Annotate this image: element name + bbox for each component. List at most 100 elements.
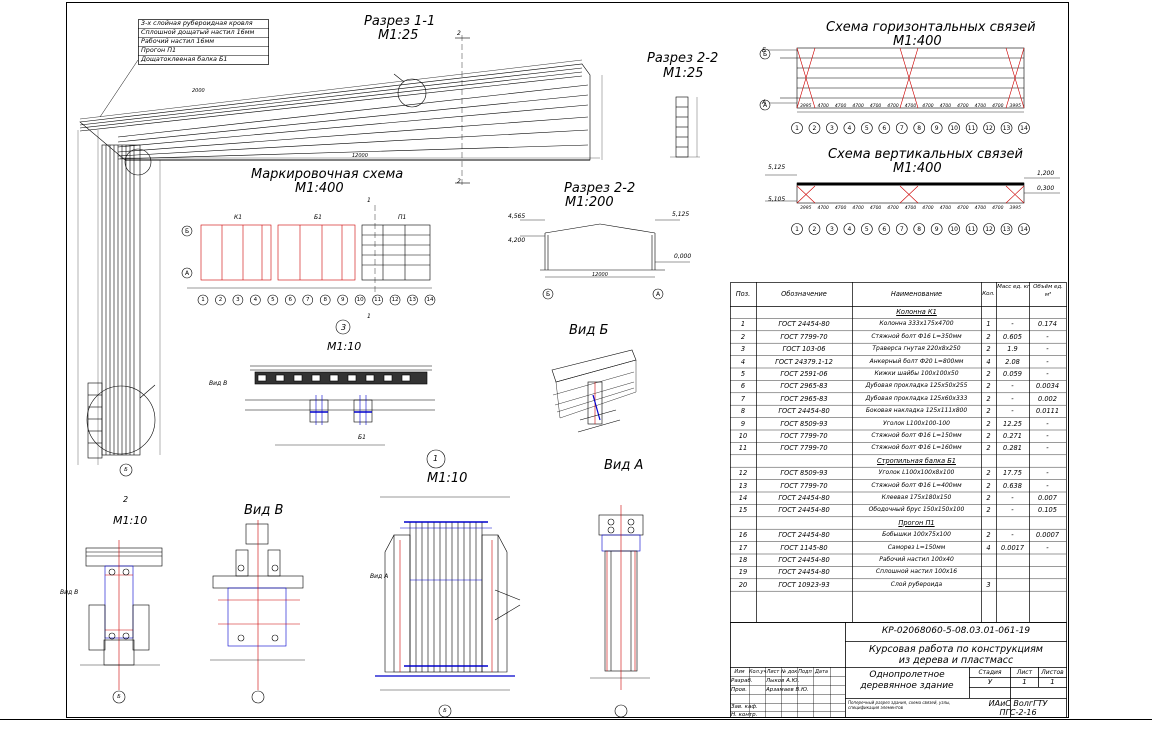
tb-person: Лыков А.Ю. <box>766 678 800 684</box>
spec-cell: - <box>1046 469 1049 478</box>
spec-cell: - <box>1046 345 1049 354</box>
spec-cell: - <box>1046 444 1049 453</box>
layout-axis-bubble <box>389 294 401 306</box>
layout-axis-bubble <box>232 294 244 306</box>
layout-axis-number: 3 <box>236 296 240 303</box>
row-axis-bubble <box>181 267 193 279</box>
vertical-axis-number: 10 <box>950 225 958 233</box>
spec-cell: Стяжной болт Ф16 L=150мм <box>871 432 962 439</box>
spec-cell: ГОСТ 2965-83 <box>780 394 828 403</box>
axis-b-label-horiz: Б <box>762 47 767 54</box>
note-solid-deck: Сплошной дощатый настил 16мм <box>141 28 255 36</box>
layout-axis-number: 2 <box>218 296 223 303</box>
span-12000-roof: 12000 <box>352 153 368 159</box>
spec-cell: 4 <box>986 357 991 366</box>
spec-cell: 1 <box>740 320 746 329</box>
tb-sheets: 1 <box>1050 678 1055 686</box>
bay-dimension: 3995 <box>800 206 812 211</box>
vertical-axis-bubble <box>965 223 978 235</box>
spec-cell: 0.638 <box>1003 481 1022 490</box>
layout-axis-number: 14 <box>426 296 434 303</box>
spec-cell: Стяжной болт Ф16 L=350мм <box>871 332 962 340</box>
spec-cell: 1.9 <box>1007 345 1018 354</box>
spec-table <box>730 282 1067 623</box>
spec-cell <box>996 579 1029 591</box>
horizontal-axis-bubble <box>843 122 856 134</box>
tb-role: Зав. каф. <box>731 704 758 710</box>
elev-1200: 1,200 <box>1037 170 1055 177</box>
layout-axis-number: 6 <box>288 296 293 303</box>
layout-axis-number: 11 <box>374 296 382 303</box>
layout-axis-bubble <box>302 294 314 306</box>
spec-cell: 4 <box>986 543 991 552</box>
horizontal-axis-bubble <box>948 122 960 134</box>
spec-cell: ГОСТ 24454-80 <box>778 407 830 416</box>
vertical-axis-number: 4 <box>847 225 852 233</box>
layout-axis-number: 10 <box>356 296 364 303</box>
spec-cell: 12.25 <box>1003 419 1022 428</box>
vertical-axis-number: 9 <box>934 225 939 233</box>
bay-dimension: 4700 <box>922 206 934 211</box>
spec-header-volume: Объём ед. м³ <box>1033 284 1063 298</box>
view-b-detail <box>551 349 637 433</box>
row-axis-letter: А <box>655 290 661 298</box>
row-axis-letter: Б <box>762 50 768 58</box>
section-2-2-small-title: Разрез 2-2 <box>647 51 719 66</box>
spec-cell: Бобышки 100х75х100 <box>882 531 951 539</box>
bay-dimension: 4700 <box>957 206 969 211</box>
row-axis-letter: Б <box>545 290 551 298</box>
spec-cell: 2 <box>740 332 746 341</box>
dim-2000: 2000 <box>192 88 205 94</box>
horizontal-axis-number: 2 <box>812 124 817 132</box>
spec-cell: Стяжной болт Ф16 L=160мм <box>871 444 962 452</box>
label-b1-node3: Б1 <box>358 434 366 441</box>
spec-cell: Уголок L100х100х8х100 <box>878 469 955 477</box>
horizontal-axis-number: 8 <box>917 124 922 132</box>
spec-cell: - <box>1011 320 1014 329</box>
spec-cell: 2 <box>986 494 991 502</box>
horizontal-bracing-title: Схема горизонтальных связей <box>826 20 1036 35</box>
vid-a-pointer: Вид А <box>370 573 389 580</box>
spec-cell: ГОСТ 103-06 <box>782 345 826 354</box>
layout-scheme-title: Маркировочная схема <box>251 167 404 182</box>
bay-dimension: 4700 <box>817 104 829 109</box>
spec-cell: 4 <box>740 357 746 366</box>
elev-0000: 0,000 <box>674 253 692 260</box>
layout-axis-number: 12 <box>391 296 399 303</box>
spec-cell: 8 <box>740 407 746 416</box>
elev-5105: 5,105 <box>768 196 786 203</box>
spec-cell: Уголок L100х100-100 <box>883 419 950 427</box>
view-a-title: Вид А <box>604 458 644 473</box>
horizontal-axis-bubble <box>1018 122 1030 134</box>
spec-cell: 3 <box>740 345 746 354</box>
spec-cell: - <box>1046 332 1049 341</box>
spec-cell: Дубовая прокладка 125х60х333 <box>865 394 968 402</box>
label-p1: П1 <box>398 214 407 221</box>
spec-cell: 1 <box>986 320 991 329</box>
tb-document-code: КР-02068060-5-08.03.01-061-19 <box>881 626 1031 636</box>
row-axis-bubble <box>542 288 554 300</box>
vertical-axis-number: 2 <box>812 225 817 233</box>
horizontal-axis-bubble <box>861 122 873 134</box>
spec-cell: 0.007 <box>1038 494 1057 502</box>
spec-cell: 0.281 <box>1003 444 1022 453</box>
node-1-scale: М1:10 <box>427 471 468 486</box>
row-axis-bubble <box>759 48 771 60</box>
spec-cell: ГОСТ 7799-70 <box>780 481 828 490</box>
spec-cell: 0.605 <box>1003 332 1022 341</box>
note-work-deck: Рабочий настил 16мм <box>141 37 215 45</box>
spec-cell: 2 <box>986 481 991 490</box>
tb-group: ПГС-2-16 <box>999 708 1037 717</box>
horizontal-axis-number: 6 <box>882 124 887 132</box>
spec-cell: 0.059 <box>1003 370 1022 378</box>
bay-dimension: 3995 <box>800 104 812 109</box>
tb-sheet: 1 <box>1022 678 1027 686</box>
tb-person: Арзамаев В.Ю. <box>766 687 809 693</box>
spec-cell: Сплошной настил 100х16 <box>875 568 958 576</box>
spec-cell: 2 <box>986 332 991 341</box>
spec-header-name: Наименование <box>890 290 943 298</box>
view-a-detail <box>590 505 650 718</box>
elev-4565: 4,565 <box>508 213 526 220</box>
spec-cell: 17 <box>738 543 748 552</box>
spec-cell: Саморез L=150мм <box>887 543 946 551</box>
